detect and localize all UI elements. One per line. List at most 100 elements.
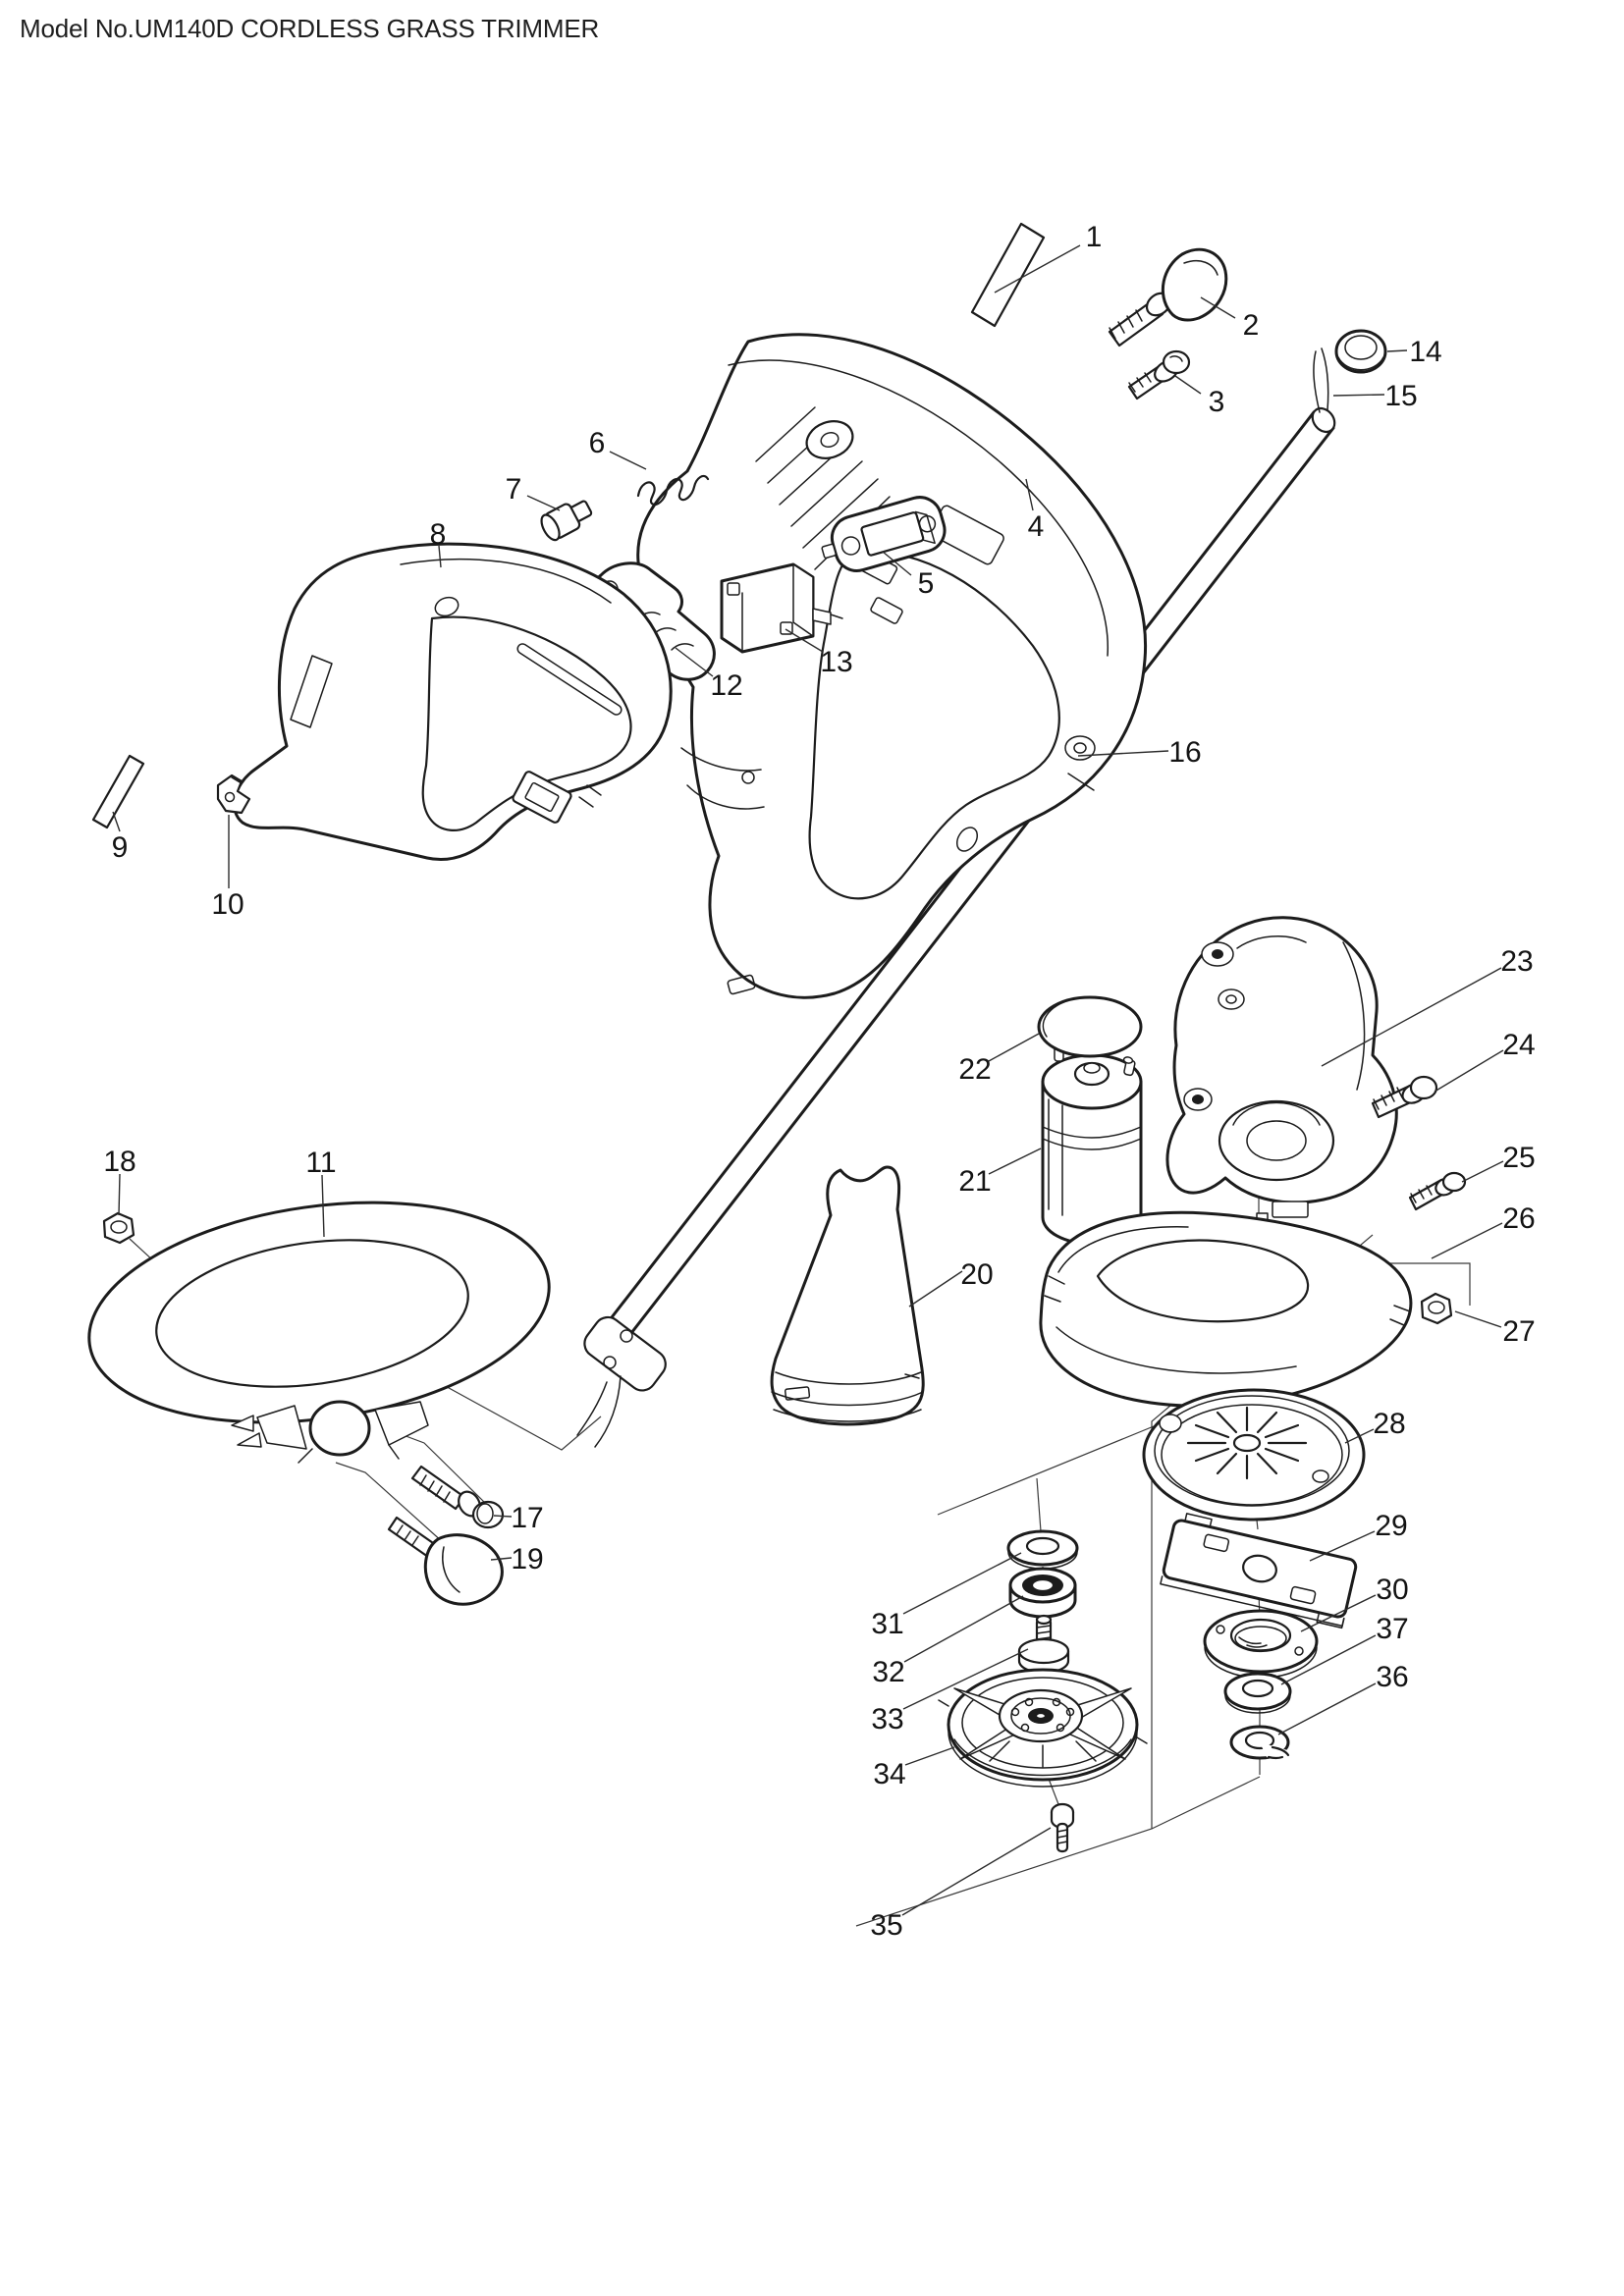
part-number-28: 28 (1373, 1408, 1405, 1440)
part-26-guard-drawing (1039, 1210, 1413, 1408)
part-22-cap-drawing (1037, 995, 1143, 1058)
leader-line-34 (904, 1746, 955, 1766)
leader-line-37 (1280, 1634, 1377, 1685)
part-number-4: 4 (1028, 510, 1045, 543)
leader-line-18 (118, 1173, 121, 1216)
leader-line-4 (1025, 478, 1034, 511)
leader-line-19 (490, 1557, 513, 1561)
part-number-1: 1 (1086, 221, 1103, 253)
part-29-plate-drawing (1160, 1513, 1358, 1629)
part-number-13: 13 (820, 646, 852, 678)
part-10-clip-drawing (216, 774, 251, 815)
leader-line-32 (903, 1595, 1024, 1663)
part-23-gear-housing-drawing (1165, 916, 1398, 1237)
part-31-washer-drawing (1006, 1529, 1079, 1570)
part-number-19: 19 (511, 1543, 543, 1575)
leader-line-8 (438, 545, 442, 568)
leader-line-16 (1077, 750, 1169, 757)
part-number-9: 9 (112, 831, 129, 864)
part-14-ring-drawing (1334, 329, 1387, 374)
part-number-26: 26 (1502, 1202, 1535, 1235)
part-number-2: 2 (1243, 309, 1260, 342)
part-13-switch-drawing (720, 562, 843, 654)
leader-line-31 (902, 1552, 1022, 1615)
part-number-31: 31 (871, 1608, 903, 1640)
part-number-36: 36 (1376, 1661, 1408, 1693)
part-2-wing-bolt-drawing (1108, 247, 1228, 347)
part-number-30: 30 (1376, 1574, 1408, 1606)
part-35-screw-drawing (1050, 1802, 1075, 1853)
part-37-washer-drawing (1223, 1672, 1292, 1714)
part-16-pipe-drawing (576, 347, 1336, 1448)
part-11-loop-handle-drawing (87, 1201, 551, 1464)
part-number-20: 20 (960, 1258, 993, 1291)
leader-line-11 (321, 1174, 325, 1238)
leader-line-3 (1174, 375, 1202, 395)
leader-line-27 (1454, 1310, 1502, 1328)
part-number-3: 3 (1209, 386, 1225, 418)
part-19-knob-drawing (387, 1516, 504, 1606)
leader-line-1 (994, 244, 1081, 294)
part-15-lead-wires-drawing (1313, 350, 1321, 413)
part-number-16: 16 (1168, 736, 1201, 769)
callout-layer: 1234567891011121314151617181920212223242… (103, 221, 1535, 1942)
leader-line-2 (1200, 296, 1236, 319)
part-number-17: 17 (511, 1502, 543, 1534)
part-number-15: 15 (1384, 380, 1417, 412)
part-number-37: 37 (1376, 1613, 1408, 1645)
leader-line-6 (609, 451, 647, 470)
leader-line-20 (908, 1270, 963, 1308)
part-number-33: 33 (871, 1703, 903, 1735)
part-number-8: 8 (430, 518, 447, 551)
leader-line-26 (1431, 1222, 1503, 1259)
part-27-nut-drawing (1420, 1292, 1453, 1325)
leader-line-29 (1309, 1530, 1376, 1562)
part-number-32: 32 (872, 1656, 904, 1688)
part-21-motor-drawing (1041, 1042, 1143, 1275)
part-number-25: 25 (1502, 1142, 1535, 1174)
part-number-29: 29 (1375, 1510, 1407, 1542)
part-25-screw-drawing (1408, 1171, 1467, 1211)
part-9-label-drawing (91, 754, 145, 829)
part-17-screw-drawing (410, 1465, 505, 1529)
part-number-5: 5 (918, 567, 935, 600)
part-number-6: 6 (589, 427, 606, 459)
part-number-18: 18 (103, 1146, 135, 1178)
part-number-23: 23 (1500, 945, 1533, 978)
leader-line-24 (1434, 1049, 1504, 1093)
leader-line-12 (675, 647, 714, 677)
part-28-fan-disc-drawing (1142, 1388, 1366, 1522)
part-5-terminal-drawing (821, 496, 947, 572)
leader-line-17 (493, 1515, 513, 1518)
part-20-motor-cover-drawing (770, 1165, 925, 1426)
leader-line-33 (902, 1648, 1029, 1710)
leader-line-7 (526, 495, 561, 511)
part-34-rotor-drawing (938, 1668, 1148, 1788)
part-number-14: 14 (1409, 336, 1441, 368)
part-number-27: 27 (1502, 1315, 1535, 1348)
part-number-11: 11 (305, 1147, 336, 1179)
part-33-bolt-drawing (1017, 1614, 1070, 1675)
part-number-12: 12 (710, 669, 742, 702)
part-number-24: 24 (1502, 1029, 1535, 1061)
leader-line-23 (1321, 967, 1502, 1067)
leader-line-36 (1277, 1682, 1377, 1735)
leader-line-25 (1461, 1160, 1504, 1183)
part-7-pin-drawing (540, 500, 593, 542)
part-3-screw-drawing (1127, 349, 1191, 400)
leader-line-22 (988, 1033, 1040, 1062)
part-32-bearing-drawing (1008, 1567, 1077, 1619)
leader-line-28 (1344, 1428, 1375, 1444)
part-number-7: 7 (506, 473, 522, 506)
part-30-flange-drawing (1203, 1609, 1319, 1679)
part-number-34: 34 (873, 1758, 905, 1790)
part-8-handle-left-drawing (233, 542, 673, 861)
part-36-clip-drawing (1229, 1725, 1298, 1765)
part-4-housing-right-drawing (636, 333, 1148, 999)
part-number-21: 21 (958, 1165, 991, 1198)
leader-line-21 (988, 1148, 1042, 1175)
leader-line-9 (112, 811, 121, 832)
leader-line-13 (785, 628, 824, 653)
